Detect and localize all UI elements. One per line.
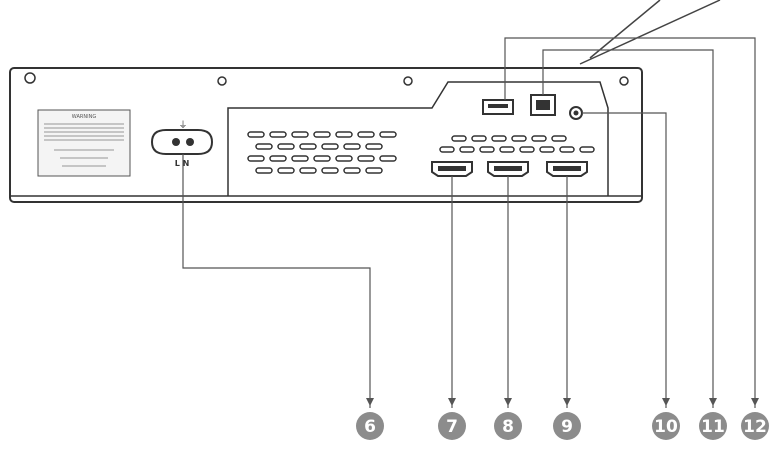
svg-text:11: 11 bbox=[701, 417, 725, 437]
callout-12: 12 bbox=[741, 412, 769, 440]
ground-symbol: ⏚ bbox=[178, 120, 187, 131]
usb-port bbox=[482, 99, 514, 115]
top-leader-lines bbox=[579, 0, 721, 65]
hdmi-port-1 bbox=[431, 161, 473, 177]
svg-text:6: 6 bbox=[364, 417, 376, 437]
arrowheads bbox=[366, 398, 759, 406]
callout-9: 9 bbox=[553, 412, 581, 440]
callout-7: 7 bbox=[438, 412, 466, 440]
hdmi-port-3 bbox=[546, 161, 588, 177]
svg-text:12: 12 bbox=[743, 417, 767, 437]
svg-text:8: 8 bbox=[502, 417, 514, 437]
round-jack bbox=[569, 106, 583, 120]
callout-markers: 6 7 8 9 10 11 12 bbox=[356, 412, 769, 440]
callout-8: 8 bbox=[494, 412, 522, 440]
vent-slots-right bbox=[439, 135, 595, 153]
connector-panel-outline bbox=[227, 81, 609, 196]
screw-icon bbox=[24, 72, 629, 86]
svg-text:10: 10 bbox=[654, 417, 678, 437]
power-socket-marking: L N bbox=[175, 159, 190, 168]
svg-text:7: 7 bbox=[446, 417, 458, 437]
optical-audio-port bbox=[530, 94, 556, 116]
power-socket: ⏚ L N bbox=[150, 120, 214, 168]
leader-lines bbox=[182, 37, 756, 408]
callout-11: 11 bbox=[699, 412, 727, 440]
label-sticker: WARNING bbox=[37, 109, 131, 177]
callout-6: 6 bbox=[356, 412, 384, 440]
svg-text:9: 9 bbox=[561, 417, 573, 437]
vent-slots-left bbox=[247, 131, 397, 174]
label-sticker-heading: WARNING bbox=[72, 114, 97, 120]
hdmi-port-2 bbox=[487, 161, 529, 177]
callout-10: 10 bbox=[652, 412, 680, 440]
